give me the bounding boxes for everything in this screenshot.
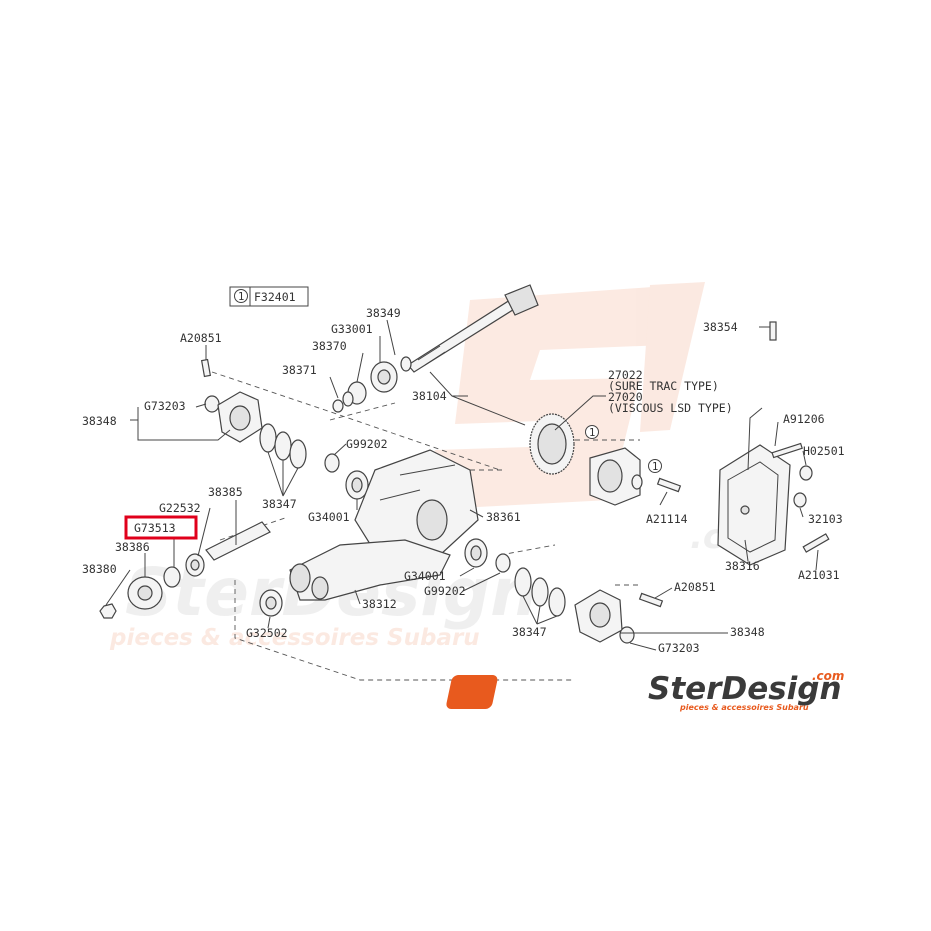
label-38361: 38361 [486,510,521,524]
label-A20851-top: A20851 [180,331,222,345]
pinion-shaft-38104 [407,284,539,373]
stud-A91206 [771,442,803,459]
brand-logo-letters: SJ [603,680,629,708]
label-G22532: G22532 [159,501,201,515]
label-38104: 38104 [412,389,447,403]
plug-H02501 [799,465,813,481]
left-flange-group [200,358,369,500]
oring-G99202-bot [495,553,511,573]
label-38380: 38380 [82,562,117,576]
spacer-38371 [332,399,344,413]
ref-code: F32401 [254,290,296,304]
label-38370: 38370 [312,339,347,353]
label-38312: 38312 [362,597,397,611]
callout-1b: 1 [652,461,658,473]
label-G32502: G32502 [246,626,288,640]
label-G33001: G33001 [331,322,373,336]
oring-G99202-top [324,453,340,473]
shim-38349 [400,356,412,372]
label-32103: 32103 [808,512,843,526]
nut-38380 [99,603,117,619]
label-G99202-bot: G99202 [424,584,466,598]
label-38348-right: 38348 [730,625,765,639]
shim-set-38347-right-b [531,577,549,607]
brand-tagline: pieces & accessoires Subaru [679,703,809,712]
breather-38354 [769,321,777,341]
left-output-parts [99,521,271,619]
leader-lines [105,319,819,651]
label-38349: 38349 [366,306,401,320]
rear-cover-38316 [717,444,791,566]
label-38371: 38371 [282,363,317,377]
label-38348-left: 38348 [82,414,117,428]
label-27022-note: (SURE TRAC TYPE) [608,379,719,393]
bolt-A21031 [802,533,830,553]
callout-markers: 1 1 [585,425,662,473]
label-38354: 38354 [703,320,738,334]
label-A20851-bot: A20851 [674,580,716,594]
crossmember-38312 [289,539,451,601]
label-G73203-left: G73203 [144,399,186,413]
highlighted-part-G73513[interactable]: G73513 [124,515,198,540]
right-flange-group [464,477,682,644]
brand-name: SterDesign [648,671,842,707]
bolt-A20851-bot [638,592,664,608]
shim-set-38347-left-a [259,423,277,453]
label-38386: 38386 [115,540,150,554]
part-labels: 38349 G33001 38370 A20851 38371 38104 38… [82,306,845,655]
label-27020: 27020 [608,390,643,404]
tube-38385 [205,521,271,561]
label-38347-left: 38347 [262,497,297,511]
bg-tagline-text: pieces & accessoires Subaru [109,625,480,651]
oil-seal-G73203-right [619,626,635,644]
label-38385: 38385 [208,485,243,499]
label-A21031: A21031 [798,568,840,582]
label-G99202-top: G99202 [346,437,388,451]
label-A91206: A91206 [783,412,825,426]
label-A21114: A21114 [646,512,688,526]
shim-set-38347-left-b [274,431,292,461]
label-27020-note: (VISCOUS LSD TYPE) [608,401,733,415]
brand-logo-mark: SJ [446,675,629,709]
label-G34001-bot: G34001 [404,569,446,583]
reference-box: 1 F32401 [229,286,309,307]
callout-1a: 1 [589,427,595,439]
label-G34001-top: G34001 [308,510,350,524]
bolt-A20851-top [200,358,212,378]
brand-logo[interactable]: SJ SterDesign .com pieces & accessoires … [445,669,844,712]
label-H02501: H02501 [803,444,845,458]
differential-case-38361 [354,449,479,561]
shim-set-38347-left-c [289,439,307,469]
label-G73513: G73513 [134,521,176,535]
label-38316: 38316 [725,559,760,573]
shim-set-38347-right-c [548,587,566,617]
differential-27022 [589,447,643,506]
label-27022: 27022 [608,368,643,382]
oil-seal-G73203-left [204,395,220,413]
label-38347-right: 38347 [512,625,547,639]
gasket-32103 [793,492,807,508]
ref-marker: 1 [238,291,244,303]
ring-gear [529,413,575,475]
bearing-G73513 [163,566,181,588]
bearing-G32502 [259,589,283,617]
pinion-parts-group [332,356,412,413]
shim-set-38347-right-a [514,567,532,597]
bolt-A21114 [656,477,682,493]
label-G73203-right: G73203 [658,641,700,655]
brand-domain: .com [812,669,844,683]
right-cover-hardware [769,321,830,553]
